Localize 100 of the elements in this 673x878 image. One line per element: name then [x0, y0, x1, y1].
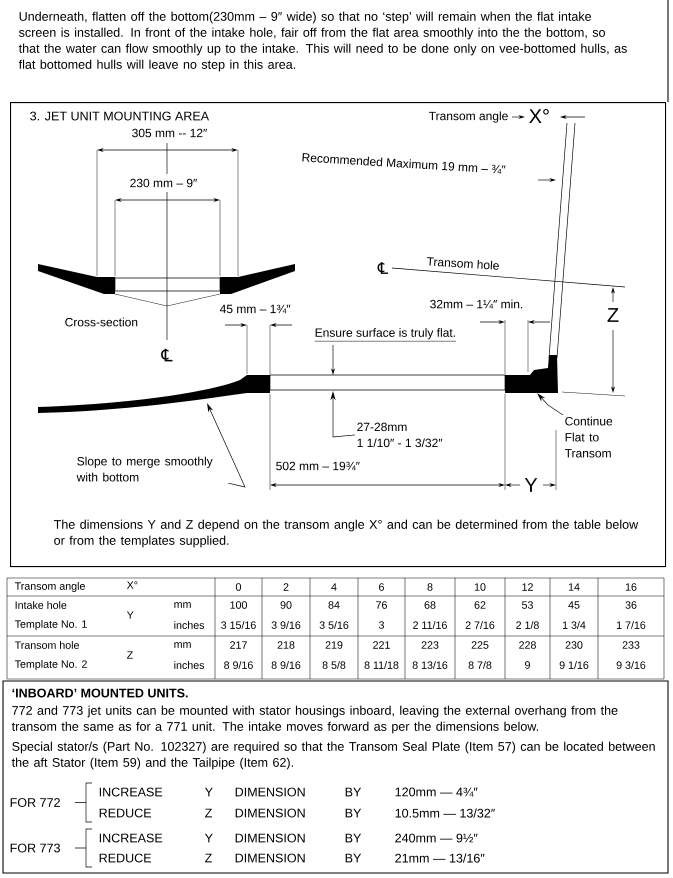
- table-cell: 12: [522, 583, 533, 591]
- table-cell: 3 5/16: [320, 621, 348, 629]
- note-text: Ensure surface is truly flat.: [314, 328, 456, 342]
- table-cell: 8 5/8: [322, 661, 346, 669]
- table-cell: Z: [205, 808, 212, 818]
- table-cell: mm: [174, 642, 191, 648]
- dimension-label: Transom angle: [429, 111, 508, 123]
- table-cell: 36: [625, 601, 636, 609]
- table-cell: 2 7/16: [466, 621, 494, 629]
- table-cell: 62: [474, 601, 486, 609]
- table-cell: 223: [422, 641, 438, 649]
- table-cell: 9 3/16: [616, 661, 646, 669]
- callout-text: 27-28mm 1 1/10″ - 1 3/32″: [357, 422, 442, 448]
- dimension-label: X°: [529, 109, 549, 123]
- table-cell: REDUCE: [100, 808, 152, 818]
- table-cell: Template No. 1: [14, 620, 87, 630]
- paragraph: Special stator/s (Part No. 102327) are required so that the Transom Seal Plate (Item 57) can be located between the aft Stator (Item 59) and the Tailpipe (Item 62).: [12, 742, 655, 770]
- dimension-label: 230 mm – 9″: [130, 178, 198, 188]
- table-cell: Template No. 2: [14, 660, 87, 670]
- table-cell: FOR 773: [10, 844, 60, 852]
- table-cell: 2: [284, 583, 288, 591]
- table-cell: Transom angle: [14, 582, 85, 592]
- table-cell: Y: [126, 611, 134, 619]
- table-cell: 8 9/16: [272, 661, 300, 669]
- table-cell: Transom hole: [14, 641, 79, 649]
- table-cell: 9: [525, 661, 530, 669]
- table-cell: DIMENSION: [236, 788, 305, 796]
- table-cell: 225: [472, 641, 488, 649]
- table-cell: DIMENSION: [236, 854, 305, 862]
- table-cell: 9 1/16: [560, 661, 588, 669]
- table-cell: inches: [174, 621, 204, 629]
- table-cell: 0: [236, 583, 242, 591]
- table-cell: 218: [278, 641, 294, 649]
- table-cell: 10: [474, 583, 486, 591]
- table-cell: 68: [424, 601, 436, 609]
- table-cell: 53: [522, 601, 533, 609]
- paragraph: The dimensions Y and Z depend on the transom angle X° and can be determined from the table below or from the templates supplied.: [54, 520, 638, 548]
- table-cell: 90: [280, 601, 292, 609]
- table-cell: mm: [174, 602, 191, 608]
- table-cell: 3 15/16: [221, 621, 256, 629]
- table-cell: Intake hole: [16, 601, 66, 609]
- table-cell: 217: [230, 641, 247, 649]
- table-cell: BY: [346, 854, 362, 862]
- table-cell: 100: [230, 601, 247, 609]
- dimension-label: 305 mm -- 12″: [132, 128, 208, 138]
- table-cell: 14: [568, 583, 580, 591]
- table-cell: 21mm — 13/16″: [395, 853, 485, 863]
- paragraph: 772 and 773 jet units can be mounted with stator housings inboard, leaving the external overhang from the transom the same as for a 771 unit. The intake moves forward as per the dimensions below.: [12, 706, 618, 734]
- callout-text: Slope to merge smoothly with bottom: [76, 456, 213, 482]
- table-cell: 2 11/16: [413, 621, 447, 629]
- table-cell: 8 7/8: [468, 661, 492, 669]
- centerline-symbol: ℄: [161, 348, 172, 362]
- dimension-label: Recommended Maximum 19 mm – ¾″: [302, 153, 506, 174]
- callout-text: Continue Flat to Transom: [564, 416, 612, 458]
- table-cell: BY: [346, 808, 362, 818]
- table-cell: 233: [622, 641, 640, 649]
- table-cell: 2 1/8: [516, 621, 539, 629]
- table-cell: 219: [326, 641, 342, 649]
- table-cell: 76: [376, 601, 387, 609]
- table-cell: 8 9/16: [224, 661, 253, 669]
- table-cell: Z: [127, 651, 133, 659]
- table-cell: 228: [519, 641, 536, 649]
- table-cell: 1 3/4: [562, 621, 586, 629]
- table-cell: 45: [568, 601, 580, 609]
- table-cell: INCREASE: [100, 834, 162, 842]
- table-cell: BY: [346, 788, 362, 796]
- table-cell: DIMENSION: [236, 834, 305, 842]
- dimension-label: 502 mm – 19¾″: [276, 462, 360, 470]
- table-cell: 16: [626, 583, 636, 591]
- table-cell: 221: [373, 641, 390, 649]
- table-cell: BY: [346, 834, 362, 842]
- table-cell: DIMENSION: [236, 808, 305, 818]
- dimension-label: Z: [608, 308, 618, 322]
- table-cell: 8 11/18: [364, 661, 398, 669]
- table-cell: 6: [379, 583, 384, 591]
- dimension-label: 45 mm – 1¾″: [220, 304, 290, 314]
- dimension-label: Transom hole: [427, 257, 499, 270]
- table-cell: 8 13/16: [412, 661, 448, 669]
- table-cell: 3 9/16: [272, 621, 300, 629]
- table-cell: 84: [328, 601, 340, 609]
- table-cell: 10.5mm — 13/32″: [396, 808, 495, 818]
- table-cell: Y: [204, 788, 213, 796]
- table-cell: INCREASE: [100, 788, 162, 796]
- table-cell: 3: [378, 621, 384, 629]
- table-cell: REDUCE: [100, 854, 152, 862]
- table-cell: 8: [428, 583, 432, 591]
- table-cell: X°: [126, 581, 138, 589]
- table-cell: 120mm — 4¾″: [396, 788, 478, 796]
- callout-text: Cross-section: [65, 318, 138, 326]
- section-heading: ‘INBOARD’ MOUNTED UNITS.: [12, 688, 188, 698]
- dimension-label: 32mm – 1¼″ min.: [430, 300, 522, 308]
- table-cell: inches: [174, 661, 204, 669]
- table-cell: 230: [566, 641, 582, 649]
- dimension-label: Y: [524, 478, 538, 492]
- table-cell: Y: [204, 834, 213, 842]
- paragraph: Underneath, flatten off the bottom(230mm – 9″ wide) so that no ‘step’ will remain when the flat intake screen is installed. In front of the intake hole, fair off from the flat area smoothly into the the bottom, so that the water can flow smoothly up to the intake. This will need to be done only on vee-bottomed hulls, as flat bottomed hulls will leave no step in this area.: [18, 12, 627, 72]
- centerline-symbol: ℄: [378, 262, 388, 274]
- table-cell: 1 7/16: [616, 621, 646, 629]
- table-cell: FOR 772: [10, 798, 60, 807]
- table-cell: 240mm — 9½″: [395, 834, 478, 842]
